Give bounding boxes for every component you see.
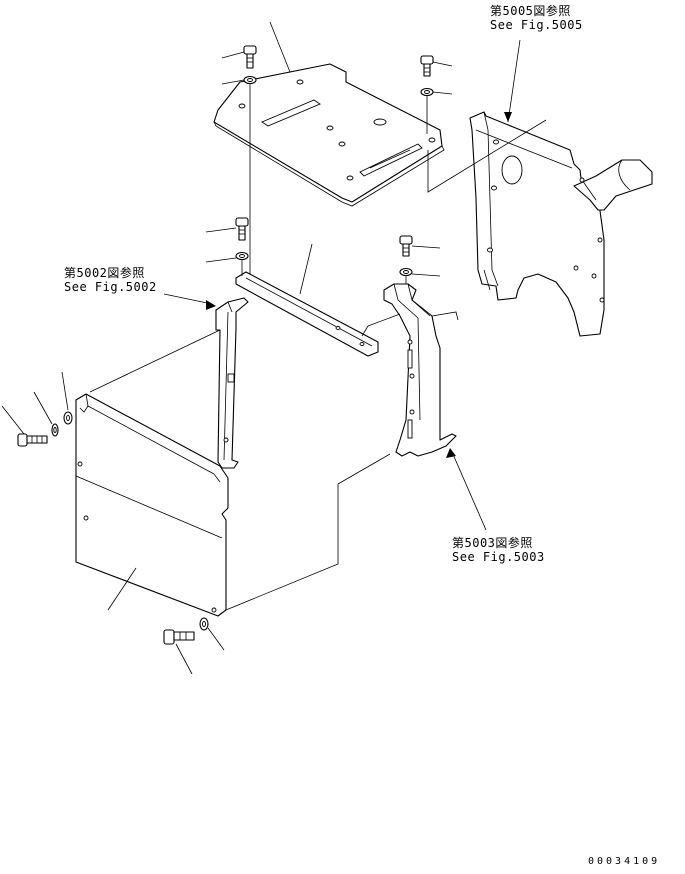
leader-line: [205, 227, 237, 233]
reference-fig5005: 第5005図参照 See Fig.5005: [490, 4, 583, 32]
middle-rail: [235, 271, 379, 357]
leader-line: [411, 245, 441, 249]
bolt-bottom-icon: [163, 629, 195, 645]
leader-line: [33, 391, 53, 425]
leader-line: [432, 91, 453, 95]
leader-line: [207, 627, 225, 651]
leader-line: [221, 79, 245, 85]
left-bracket: [215, 297, 249, 469]
reference-fig5002-en: See Fig.5002: [64, 280, 157, 294]
leader-line: [221, 51, 245, 59]
washer-middle-right-icon: [399, 267, 413, 277]
leader-line-fig5002: [163, 293, 213, 305]
leader-line: [432, 61, 453, 67]
right-post-frame: [383, 283, 459, 457]
washer-middle-left-icon: [235, 251, 249, 261]
connection-line: [367, 313, 401, 327]
reference-fig5003-en: See Fig.5003: [452, 550, 545, 564]
leader-line: [1, 405, 25, 435]
washer-top-left-icon: [243, 75, 257, 85]
bolt-left-side-icon: [17, 433, 48, 447]
bolt-middle-left-icon: [235, 217, 249, 241]
connection-line: [225, 453, 391, 611]
leader-line: [299, 243, 313, 295]
drawing-number: 00034109: [588, 856, 661, 867]
washer-top-right-icon: [420, 87, 434, 97]
arrowhead-icon: [446, 448, 456, 458]
connection-line: [427, 119, 547, 193]
side-cover-panel: [75, 393, 229, 617]
leader-line-fig5003: [451, 451, 487, 531]
connection-line: [361, 325, 369, 337]
reference-fig5003: 第5003図参照 See Fig.5003: [452, 536, 545, 564]
arrowhead-icon: [206, 300, 216, 310]
right-side-bracket: [469, 111, 653, 337]
bolt-middle-right-icon: [399, 235, 413, 257]
connection-line: [89, 329, 221, 393]
leader-line: [107, 567, 137, 611]
washer-left-side-icon: [51, 423, 59, 437]
leader-line: [205, 257, 237, 263]
reference-fig5003-jp: 第5003図参照: [452, 536, 533, 550]
leader-line: [175, 643, 193, 675]
reference-fig5002-jp: 第5002図参照: [64, 266, 145, 280]
bolt-top-right-icon: [420, 55, 434, 77]
leader-line: [269, 21, 291, 73]
arrowhead-icon: [504, 112, 512, 122]
nut-left-side-icon: [63, 411, 73, 425]
reference-fig5002: 第5002図参照 See Fig.5002: [64, 266, 157, 294]
washer-bottom-icon: [199, 617, 209, 631]
leader-line-fig5005: [507, 39, 521, 123]
bolt-top-left-icon: [243, 45, 257, 69]
reference-fig5005-jp: 第5005図参照: [490, 4, 571, 18]
leader-line: [411, 273, 441, 277]
leader-line: [61, 371, 69, 411]
reference-fig5005-en: See Fig.5005: [490, 18, 583, 32]
top-cover-plate: [213, 63, 445, 207]
